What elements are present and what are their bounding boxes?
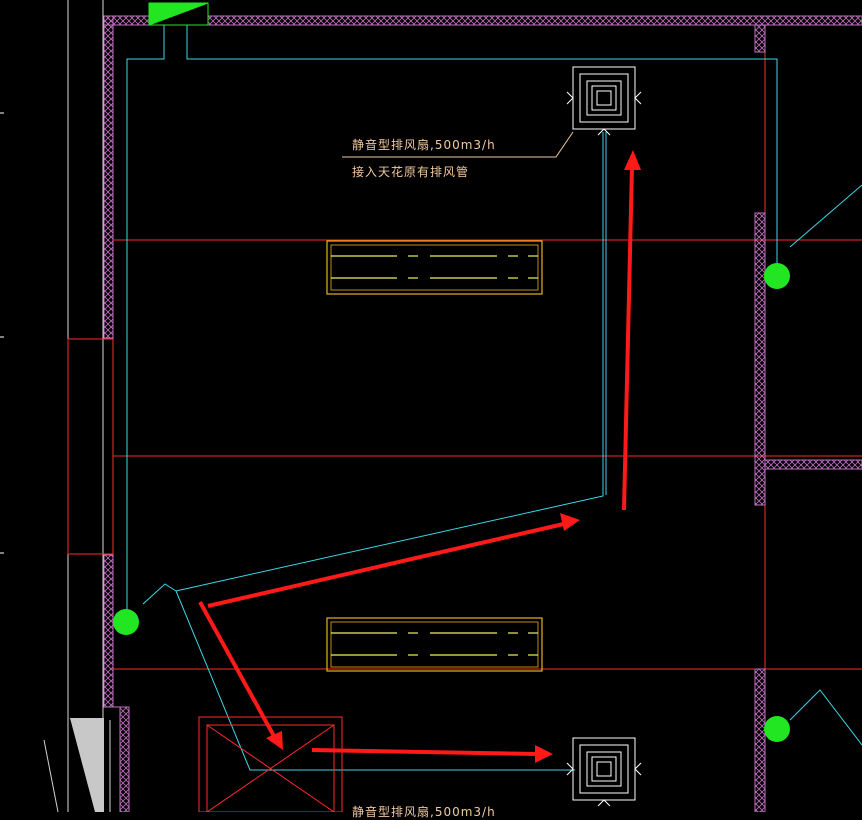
light-fixture-lower[interactable] — [326, 617, 543, 672]
node-left — [113, 609, 139, 635]
wall-hatch — [103, 15, 862, 812]
door-arc-line — [43, 739, 59, 812]
wall-exhaust-outlet[interactable] — [148, 2, 209, 26]
exhaust-duct-route — [126, 25, 862, 771]
margin-ticks — [0, 112, 4, 554]
window-opening — [67, 338, 114, 555]
node-right-lower — [764, 716, 790, 742]
exhaust-fan-bottom[interactable] — [566, 737, 642, 807]
exhaust-fan-top[interactable] — [566, 66, 642, 136]
flow-arrows — [198, 150, 641, 763]
shaft-box — [198, 716, 343, 812]
fan-spec-label: 静音型排风扇,500m3/h — [352, 138, 496, 152]
annotation-leader — [342, 131, 574, 158]
light-fixture-upper[interactable] — [326, 240, 543, 295]
door-swing-wedge — [70, 718, 104, 812]
duct-nodes — [113, 263, 790, 742]
fan-note-label: 接入天花原有排风管 — [352, 165, 470, 179]
node-right-upper — [764, 263, 790, 289]
